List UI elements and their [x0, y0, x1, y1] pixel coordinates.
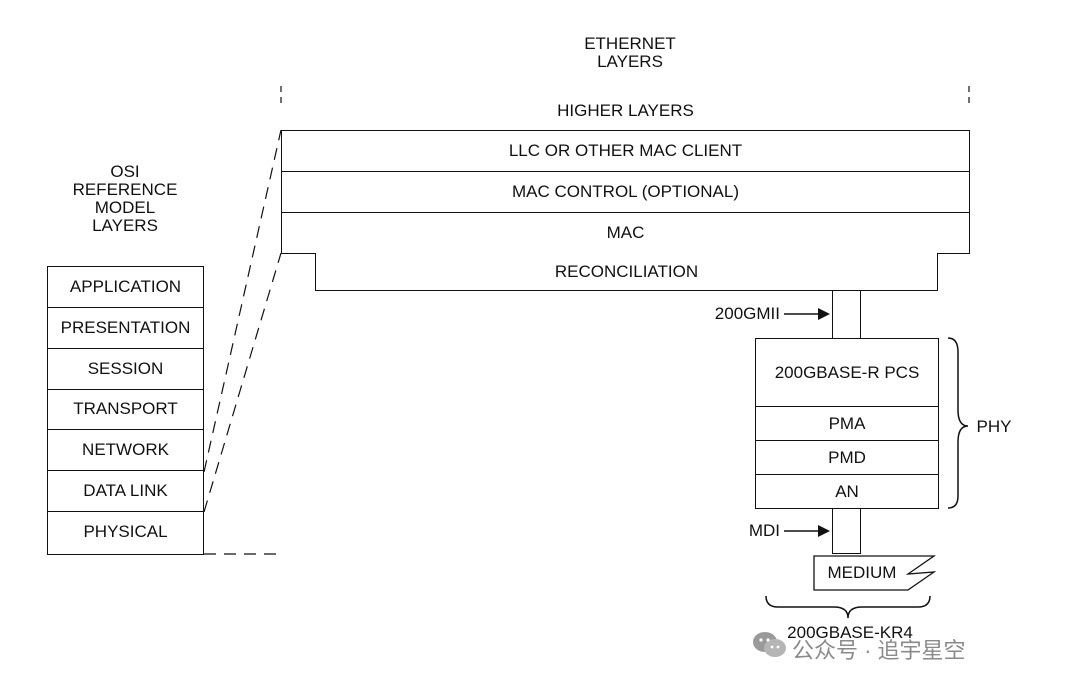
osi-title: OSI REFERENCE MODEL LAYERS: [72, 162, 178, 235]
pma-label: PMA: [828, 413, 866, 433]
mac-layer: MAC: [281, 212, 970, 254]
osi-layer: TRANSPORT: [48, 390, 203, 431]
mac-label: MAC: [606, 223, 645, 242]
reconciliation-layer: RECONCILIATION: [315, 253, 938, 291]
mac-control-label: MAC CONTROL (OPTIONAL): [512, 182, 739, 201]
kr4-label: 200GBASE-KR4: [787, 623, 913, 642]
llc-label: LLC OR OTHER MAC CLIENT: [508, 141, 743, 160]
an-layer: AN: [755, 474, 939, 509]
llc-layer: LLC OR OTHER MAC CLIENT: [281, 130, 970, 172]
mac-control-layer: MAC CONTROL (OPTIONAL): [281, 171, 970, 213]
ethernet-title: ETHERNET LAYERS: [584, 34, 676, 71]
mdi-connector: [832, 508, 861, 554]
medium-shape: [813, 555, 937, 591]
higher-layers-label: HIGHER LAYERS: [557, 101, 694, 120]
osi-layer: DATA LINK: [48, 471, 203, 513]
pmd-label: PMD: [828, 447, 866, 467]
reconciliation-label: RECONCILIATION: [554, 261, 699, 281]
osi-layer: NETWORK: [48, 430, 203, 472]
pmd-layer: PMD: [755, 440, 939, 475]
gmii-label: 200GMII: [714, 304, 780, 323]
an-label: AN: [835, 481, 859, 501]
pcs-layer: 200GBASE-R PCS: [755, 338, 939, 408]
osi-layer: SESSION: [48, 349, 203, 390]
phy-brace: [947, 337, 969, 509]
kr4-brace: [765, 595, 931, 619]
mdi-arrowhead: [818, 525, 830, 537]
pcs-label: 200GBASE-R PCS: [774, 363, 920, 382]
osi-layer: PHYSICAL: [83, 522, 168, 542]
phy-label: PHY: [976, 417, 1012, 436]
watermark-text: 公众号 · 追宇星空: [792, 638, 966, 663]
osi-layer: PRESENTATION: [48, 308, 203, 349]
map-line-mid: [203, 252, 282, 513]
pma-layer: PMA: [755, 406, 939, 441]
gmii-connector: [832, 290, 861, 339]
osi-layer: APPLICATION: [48, 267, 203, 308]
gmii-arrowhead: [818, 308, 830, 320]
wechat-icon: [752, 630, 788, 660]
medium-label: MEDIUM: [827, 563, 897, 582]
map-line-upper: [203, 129, 282, 473]
mdi-label: MDI: [748, 521, 780, 540]
